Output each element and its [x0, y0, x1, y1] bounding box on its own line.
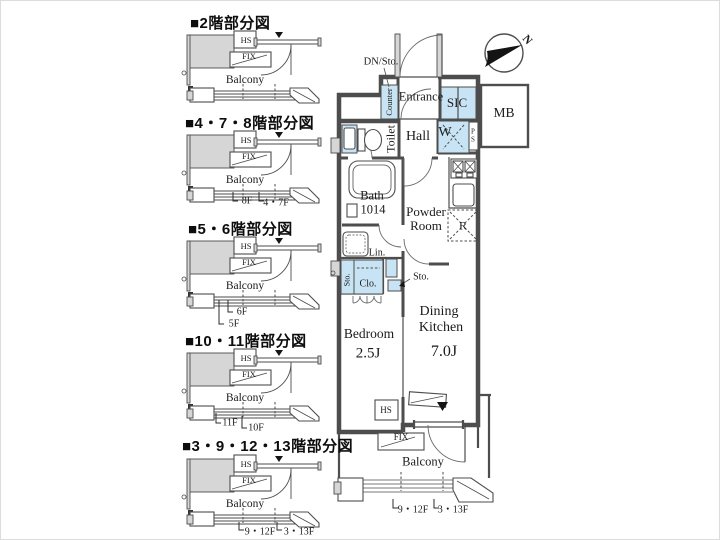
mini-hs-label: HS [240, 353, 252, 363]
floor-label: 4・7F [263, 197, 289, 209]
hall-label: Hall [405, 129, 431, 144]
kitchen-counter [447, 157, 479, 242]
linen-storage-boxes [384, 256, 411, 292]
mini-balcony-label: Balcony [225, 498, 265, 510]
toilet-icon [341, 124, 383, 154]
sic-closet [440, 86, 477, 120]
dining-kitchen-label2: Kitchen [418, 320, 464, 335]
partial-title-478f: ■4・7・8階部分図 [185, 115, 315, 132]
fridge-label: R [458, 218, 468, 233]
entrance-label: Entrance [398, 89, 444, 104]
bathtub-icon [346, 160, 396, 218]
w-closet-label: W [438, 125, 452, 140]
stove-icon [450, 158, 478, 179]
bath-label: Bath [360, 188, 384, 203]
mini-fix-label: FIX [242, 369, 256, 379]
mini-balcony-label: Balcony [225, 74, 265, 86]
balcony-main-label: Balcony [402, 454, 444, 469]
hs-box [374, 399, 399, 421]
floor-label: 9・12F [244, 526, 276, 538]
fridge-space [447, 209, 479, 242]
floor-label: 9・12F [397, 504, 429, 516]
dining-kitchen-size-label: 7.0J [430, 343, 458, 360]
mini-hs-label: HS [240, 241, 252, 251]
mb-label: MB [493, 105, 515, 120]
mini-fix-label: FIX [242, 475, 256, 485]
sic-label: SIC [446, 95, 468, 110]
entrance-counter [380, 67, 399, 120]
washbasin-icon [342, 231, 369, 257]
partial-title-1011f: ■10・11階部分図 [185, 333, 307, 350]
fix-main-label: FIX [393, 432, 409, 442]
partial-title-56f: ■5・6階部分図 [188, 221, 293, 238]
toilet-label: Toilet [383, 125, 398, 153]
floor-label: 8F [241, 195, 253, 207]
storage-left-label: Sto. [342, 273, 352, 287]
floor-label: 5F [228, 318, 240, 330]
linen-label: Lin. [368, 247, 386, 259]
mini-fix-label: FIX [242, 51, 256, 61]
entrance-door [394, 33, 443, 120]
bedroom-size-label: 2.5J [355, 345, 381, 362]
sink-icon [452, 183, 475, 207]
floor-label-brackets [215, 192, 439, 531]
partial-title-2f: ■2階部分図 [190, 15, 271, 32]
floor-label: 6F [236, 306, 248, 318]
dining-kitchen-label: Dining [419, 304, 459, 319]
bath-size-label: 1014 [360, 202, 386, 217]
meter-box [479, 83, 530, 149]
north-arrow-icon [484, 33, 524, 73]
ac-marker [408, 391, 448, 411]
floor-label: 10F [248, 422, 264, 434]
hs-main-label: HS [380, 405, 392, 415]
storage-callout-label: Sto. [413, 271, 429, 283]
ps-label: P S [471, 127, 475, 143]
partial-title-391213f: ■3・9・12・13階部分図 [182, 438, 354, 455]
dn-sto-label: DN/Sto. [363, 56, 399, 68]
mini-fix-label: FIX [242, 151, 256, 161]
mini-hs-label: HS [240, 35, 252, 45]
mini-balcony-label: Balcony [225, 392, 265, 404]
fix-window [377, 432, 425, 451]
floor-label: 3・13F [283, 526, 315, 538]
mini-fix-label: FIX [242, 257, 256, 267]
powder-room-label: Powder [406, 204, 446, 219]
pipe-space-box [468, 121, 479, 151]
closet-label: Clo. [359, 278, 377, 290]
balcony-railing [333, 472, 494, 503]
mini-hs-label: HS [240, 459, 252, 469]
w-closet-box [437, 120, 470, 154]
bedroom-label: Bedroom [343, 326, 395, 341]
mini-balcony-label: Balcony [225, 280, 265, 292]
bedroom-closet [340, 259, 384, 304]
powder-room-label2: Room [410, 218, 442, 233]
balcony-window [412, 420, 466, 463]
mini-hs-label: HS [240, 135, 252, 145]
floor-label: 3・13F [437, 504, 469, 516]
counter-label: Counter [384, 88, 394, 116]
floor-label: 11F [222, 417, 238, 429]
mini-balcony-label: Balcony [225, 174, 265, 186]
